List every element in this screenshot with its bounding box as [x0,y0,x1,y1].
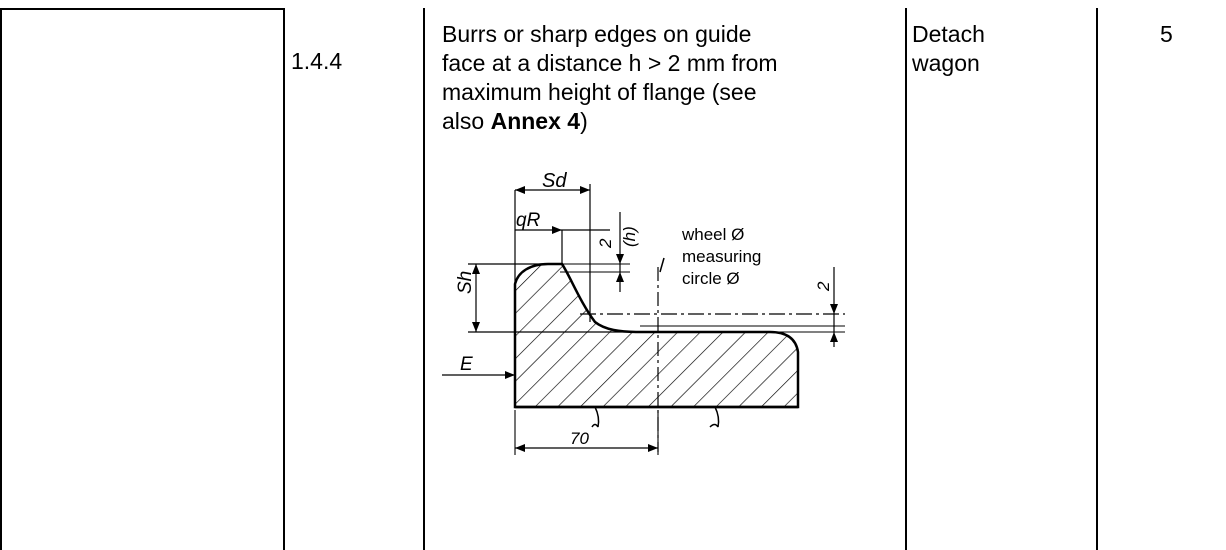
description-text: Burrs or sharp edges on guide face at a … [442,20,902,136]
row-number: 1.4.4 [291,48,343,74]
table-left-border [0,8,2,550]
column-divider-3 [905,8,907,550]
label-sh: Sh [455,271,476,294]
legend-measuring: measuring [682,247,761,266]
action-line-1: Detach [912,21,985,47]
description-line-2: face at a distance h > 2 mm from [442,50,778,76]
description-line-1: Burrs or sharp edges on guide [442,21,752,47]
description-line-4: also Annex 4) [442,108,588,134]
legend-circle: circle Ø [682,269,740,288]
legend-wheel: wheel Ø [681,225,744,244]
wheel-flange-drawing: Sd qR 2 (h) Sh E 2 70 wheel Ø measuring … [442,172,845,455]
label-right-dim: 2 [814,281,833,292]
label-e: E [460,354,473,375]
label-h: (h) [620,226,639,247]
action-line-2: wagon [912,50,980,76]
label-dim-70: 70 [570,429,589,448]
flange-profile [513,262,800,409]
table-top-border [0,8,285,10]
column-divider-2 [423,8,425,550]
label-sd: Sd [542,172,567,192]
label-qr: qR [516,210,541,231]
value-text: 5 [1160,21,1173,47]
annex-reference: Annex 4 [490,108,581,134]
column-divider-4 [1096,8,1098,550]
action-text: Detach wagon [912,20,985,78]
description-line-3: maximum height of flange (see [442,79,757,105]
column-divider-1 [283,8,285,550]
label-2: 2 [596,238,615,249]
